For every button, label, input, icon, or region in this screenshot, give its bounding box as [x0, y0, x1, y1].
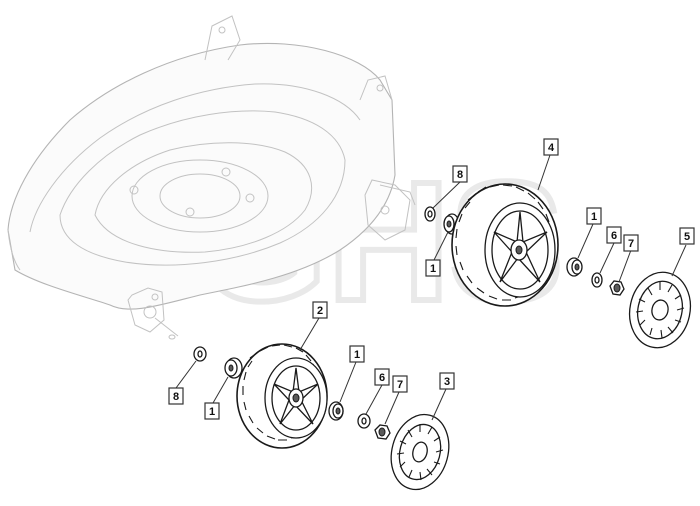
callout-1-top-right-label: 1 — [591, 211, 597, 223]
bush-1-top-right — [566, 257, 583, 277]
callout-1-top-right: 1 — [586, 207, 602, 225]
callout-3-label: 3 — [444, 376, 450, 388]
callout-7-top: 7 — [623, 234, 639, 252]
callout-7-top-label: 7 — [628, 238, 634, 250]
nut-7-bottom — [374, 424, 391, 440]
callout-5: 5 — [679, 227, 695, 245]
callout-6-bottom-label: 6 — [379, 372, 385, 384]
callout-7-bottom: 7 — [392, 375, 408, 393]
callout-3: 3 — [439, 372, 455, 390]
callout-6-bottom: 6 — [374, 368, 390, 386]
hubcap-3 — [390, 413, 450, 491]
callout-2: 2 — [312, 301, 328, 319]
callout-2-label: 2 — [317, 305, 323, 317]
callout-8-bottom: 8 — [168, 387, 184, 405]
callout-1-top-left: 1 — [425, 259, 441, 277]
callout-4-label: 4 — [548, 142, 555, 154]
callout-6-top: 6 — [606, 226, 622, 244]
callout-1-bottom-left: 1 — [204, 402, 220, 420]
callout-5-label: 5 — [684, 231, 690, 243]
wheel-2 — [236, 343, 328, 449]
washer-8-bottom — [193, 346, 207, 362]
bush-1-bottom-right — [328, 401, 344, 421]
callout-8-bottom-label: 8 — [173, 391, 179, 403]
washer-6-top — [591, 272, 603, 288]
callout-8-top-label: 8 — [457, 169, 463, 181]
callout-7-bottom-label: 7 — [397, 379, 403, 391]
callout-4: 4 — [543, 138, 559, 156]
hubcap-5 — [628, 271, 692, 349]
callout-1-bottom-right: 1 — [349, 345, 365, 363]
callout-1-top-left-label: 1 — [430, 263, 436, 275]
callout-6-top-label: 6 — [611, 230, 617, 242]
nut-7-top — [609, 280, 625, 296]
callout-1-bottom-left-label: 1 — [209, 406, 215, 418]
bush-1-bottom-left — [224, 357, 243, 379]
washer-6-bottom — [357, 413, 371, 429]
callout-1-bottom-right-label: 1 — [354, 349, 360, 361]
mower-deck — [7, 15, 416, 340]
wheel-4 — [451, 183, 559, 307]
callout-8-top: 8 — [452, 165, 468, 183]
washer-8-top — [424, 206, 436, 222]
leader-lines — [175, 154, 687, 425]
